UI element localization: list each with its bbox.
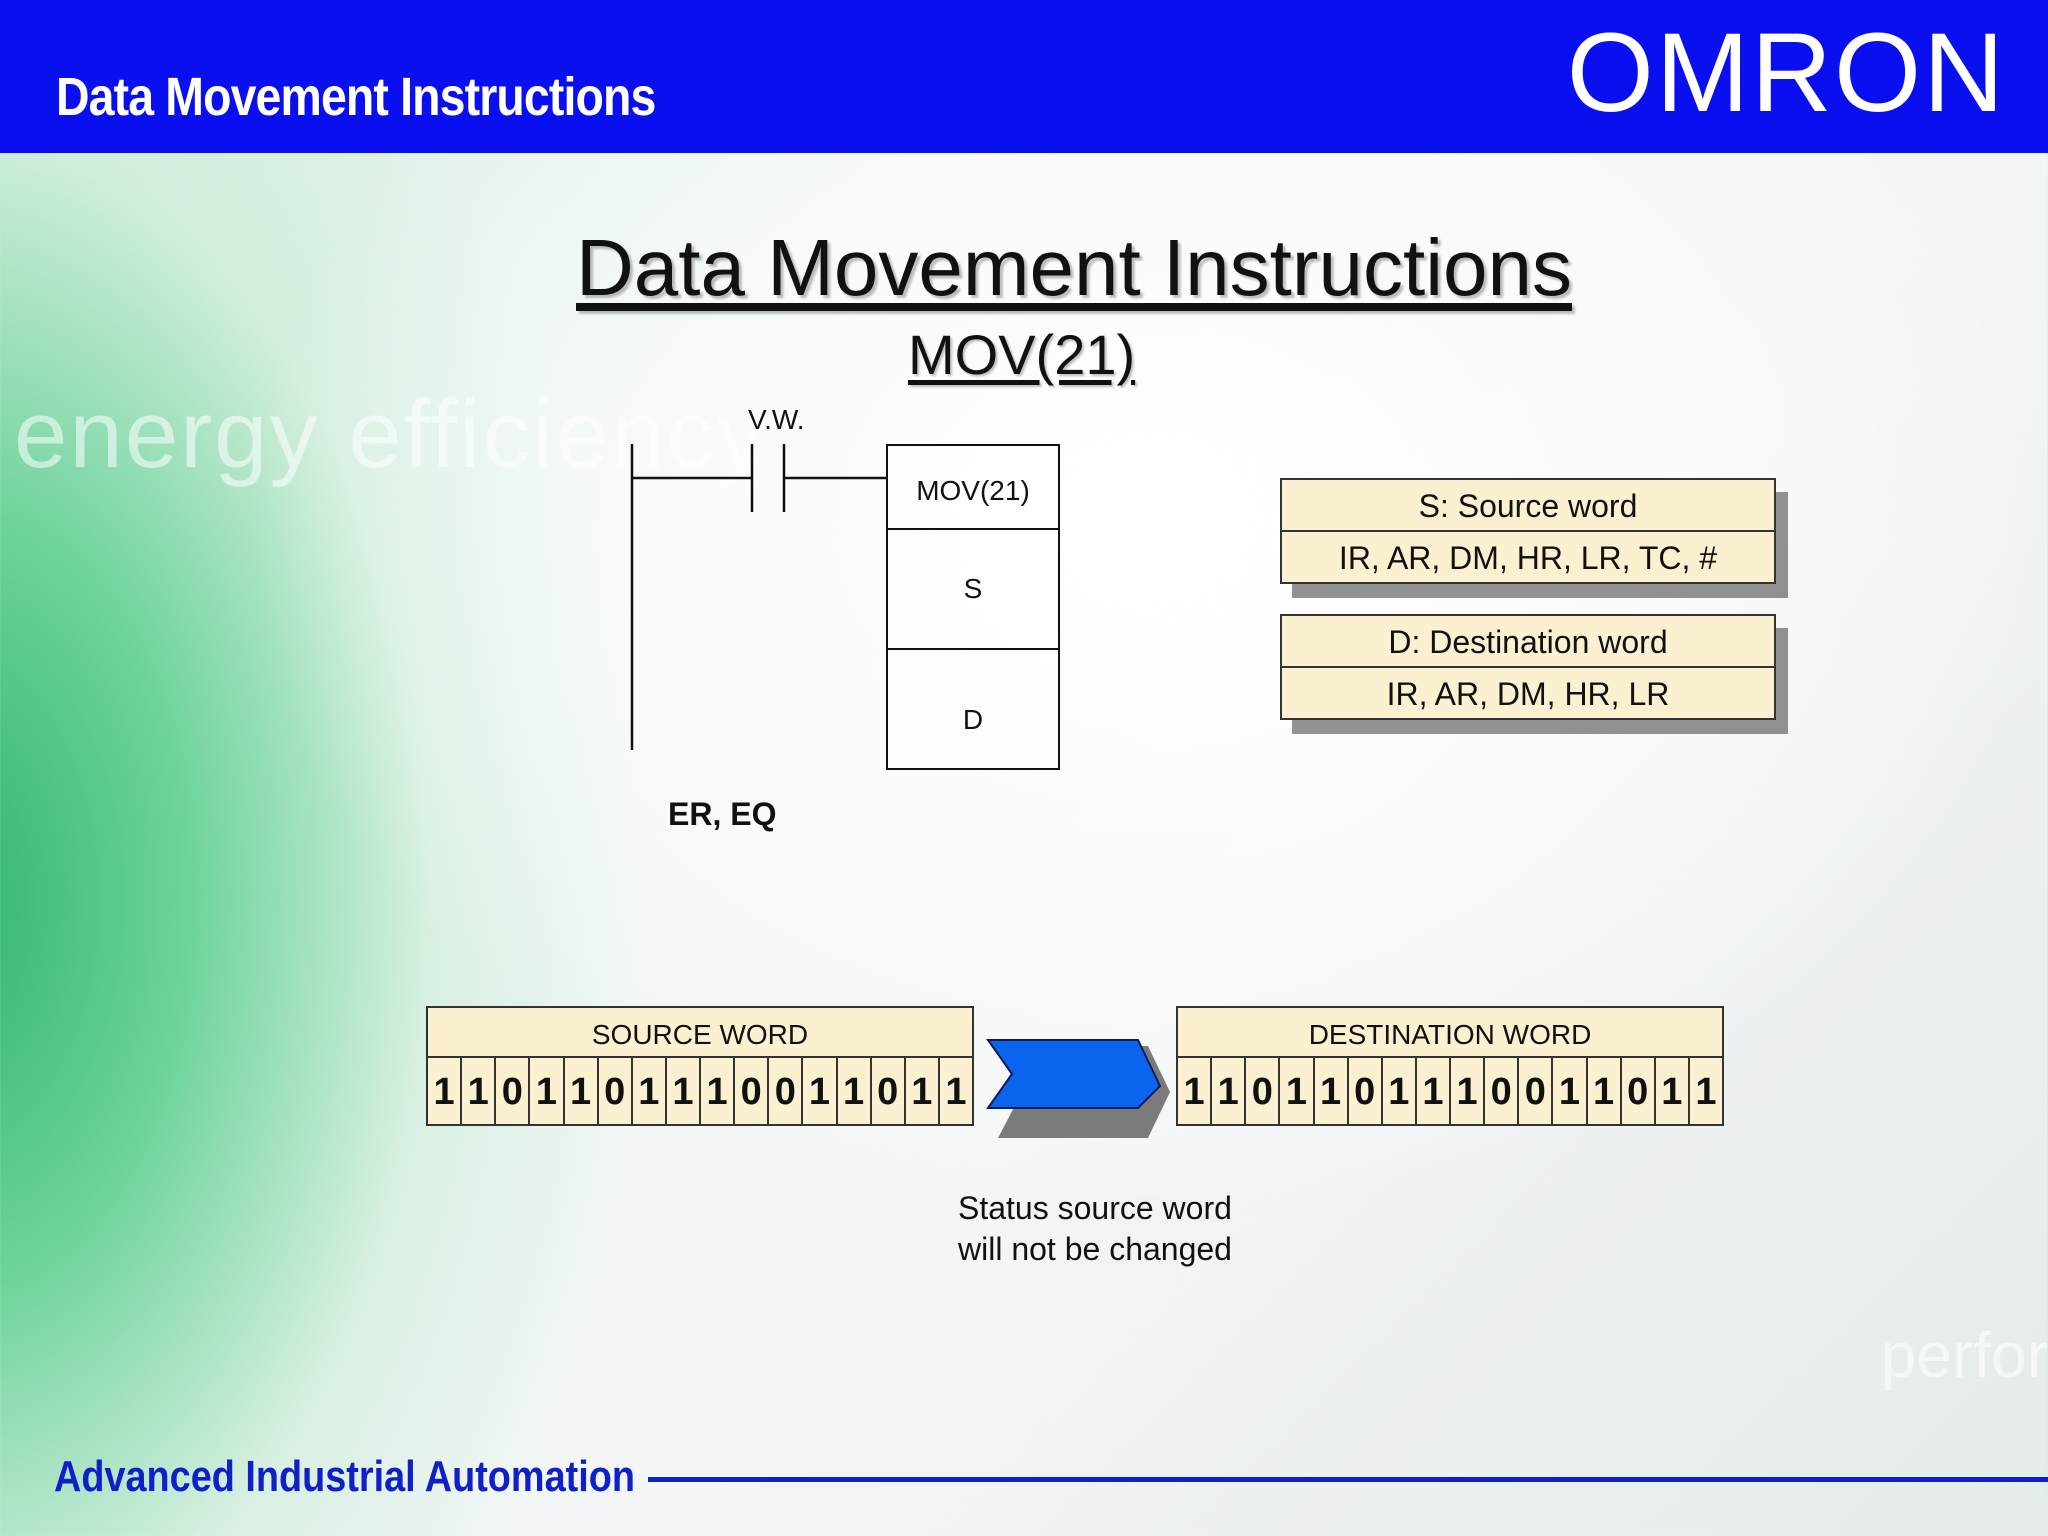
source-bit: 0 <box>599 1058 633 1124</box>
destination-bit: 0 <box>1246 1058 1281 1124</box>
footer-text: Advanced Industrial Automation <box>54 1452 635 1501</box>
destination-bit: 1 <box>1417 1058 1451 1124</box>
source-bit: 1 <box>667 1058 701 1124</box>
background-watermark: energy efficiency <box>14 381 767 488</box>
flags-label: ER, EQ <box>668 796 777 832</box>
destination-word: DESTINATION WORD 1 1 0 1 1 0 1 1 1 0 0 1… <box>1176 1006 1724 1126</box>
source-word-title: SOURCE WORD <box>428 1008 972 1058</box>
source-bit: 1 <box>906 1058 940 1124</box>
destination-bit: 0 <box>1519 1058 1554 1124</box>
source-bit: 1 <box>462 1058 497 1124</box>
destination-bit: 1 <box>1383 1058 1417 1124</box>
destination-word-title: DESTINATION WORD <box>1178 1008 1722 1058</box>
destination-bit: 1 <box>1451 1058 1486 1124</box>
destination-bit: 1 <box>1315 1058 1349 1124</box>
slide-subtitle: MOV(21) <box>908 323 1136 386</box>
source-bit: 1 <box>701 1058 736 1124</box>
omron-logo: OMRON <box>1566 10 2006 135</box>
source-operand-title: S: Source word <box>1282 480 1774 532</box>
operand-d: D <box>962 704 984 735</box>
destination-operand-title: D: Destination word <box>1282 616 1774 668</box>
source-word-bits: 1 1 0 1 1 0 1 1 1 0 0 1 1 0 1 1 <box>428 1058 972 1124</box>
destination-operand-box: D: Destination word IR, AR, DM, HR, LR <box>1280 614 1776 720</box>
transfer-arrow-icon <box>986 1039 1162 1109</box>
slide-title: Data Movement Instructions <box>576 223 1572 312</box>
mov-instruction-block: MOV(21) S D <box>886 444 1060 770</box>
source-bit: 1 <box>530 1058 565 1124</box>
status-note-line-1: Status source word <box>958 1190 1232 1226</box>
source-bit: 1 <box>945 1071 967 1113</box>
source-bit: 1 <box>428 1058 463 1124</box>
destination-bit: 1 <box>1178 1058 1213 1124</box>
destination-bit: 1 <box>1656 1058 1690 1124</box>
status-note-line-2: will not be changed <box>958 1231 1232 1267</box>
source-bit: 1 <box>565 1058 599 1124</box>
destination-bit: 0 <box>1485 1058 1520 1124</box>
background-watermark-right: perfor <box>1880 1319 2048 1391</box>
destination-bit: 0 <box>1622 1058 1656 1124</box>
source-operand-box: S: Source word IR, AR, DM, HR, LR, TC, # <box>1280 478 1776 584</box>
destination-bit: 1 <box>1588 1058 1622 1124</box>
destination-word-bits: 1 1 0 1 1 0 1 1 1 0 0 1 1 0 1 1 <box>1178 1058 1722 1124</box>
source-bit: 0 <box>872 1058 906 1124</box>
source-bit: 0 <box>496 1058 531 1124</box>
header-title: Data Movement Instructions <box>56 67 656 127</box>
source-bit: 1 <box>838 1058 872 1124</box>
instruction-name: MOV(21) <box>888 446 1058 530</box>
destination-operand-areas: IR, AR, DM, HR, LR <box>1386 676 1670 712</box>
footer-rule <box>648 1477 2048 1482</box>
source-bit: 1 <box>803 1058 838 1124</box>
source-operand-areas: IR, AR, DM, HR, LR, TC, # <box>1338 540 1718 576</box>
source-bit: 0 <box>735 1058 770 1124</box>
status-note: Status source word will not be changed <box>958 1188 1232 1270</box>
source-bit: 0 <box>769 1058 804 1124</box>
operand-s: S <box>888 530 1058 650</box>
destination-bit: 1 <box>1212 1058 1247 1124</box>
contact-label: V.W. <box>748 404 805 435</box>
destination-bit: 1 <box>1553 1058 1588 1124</box>
destination-bit: 1 <box>1280 1058 1315 1124</box>
header-bar: Data Movement Instructions OMRON <box>0 0 2048 153</box>
source-bit: 1 <box>633 1058 667 1124</box>
source-word: SOURCE WORD 1 1 0 1 1 0 1 1 1 0 0 1 1 0 … <box>426 1006 974 1126</box>
destination-bit: 0 <box>1349 1058 1383 1124</box>
destination-bit: 1 <box>1695 1071 1717 1113</box>
